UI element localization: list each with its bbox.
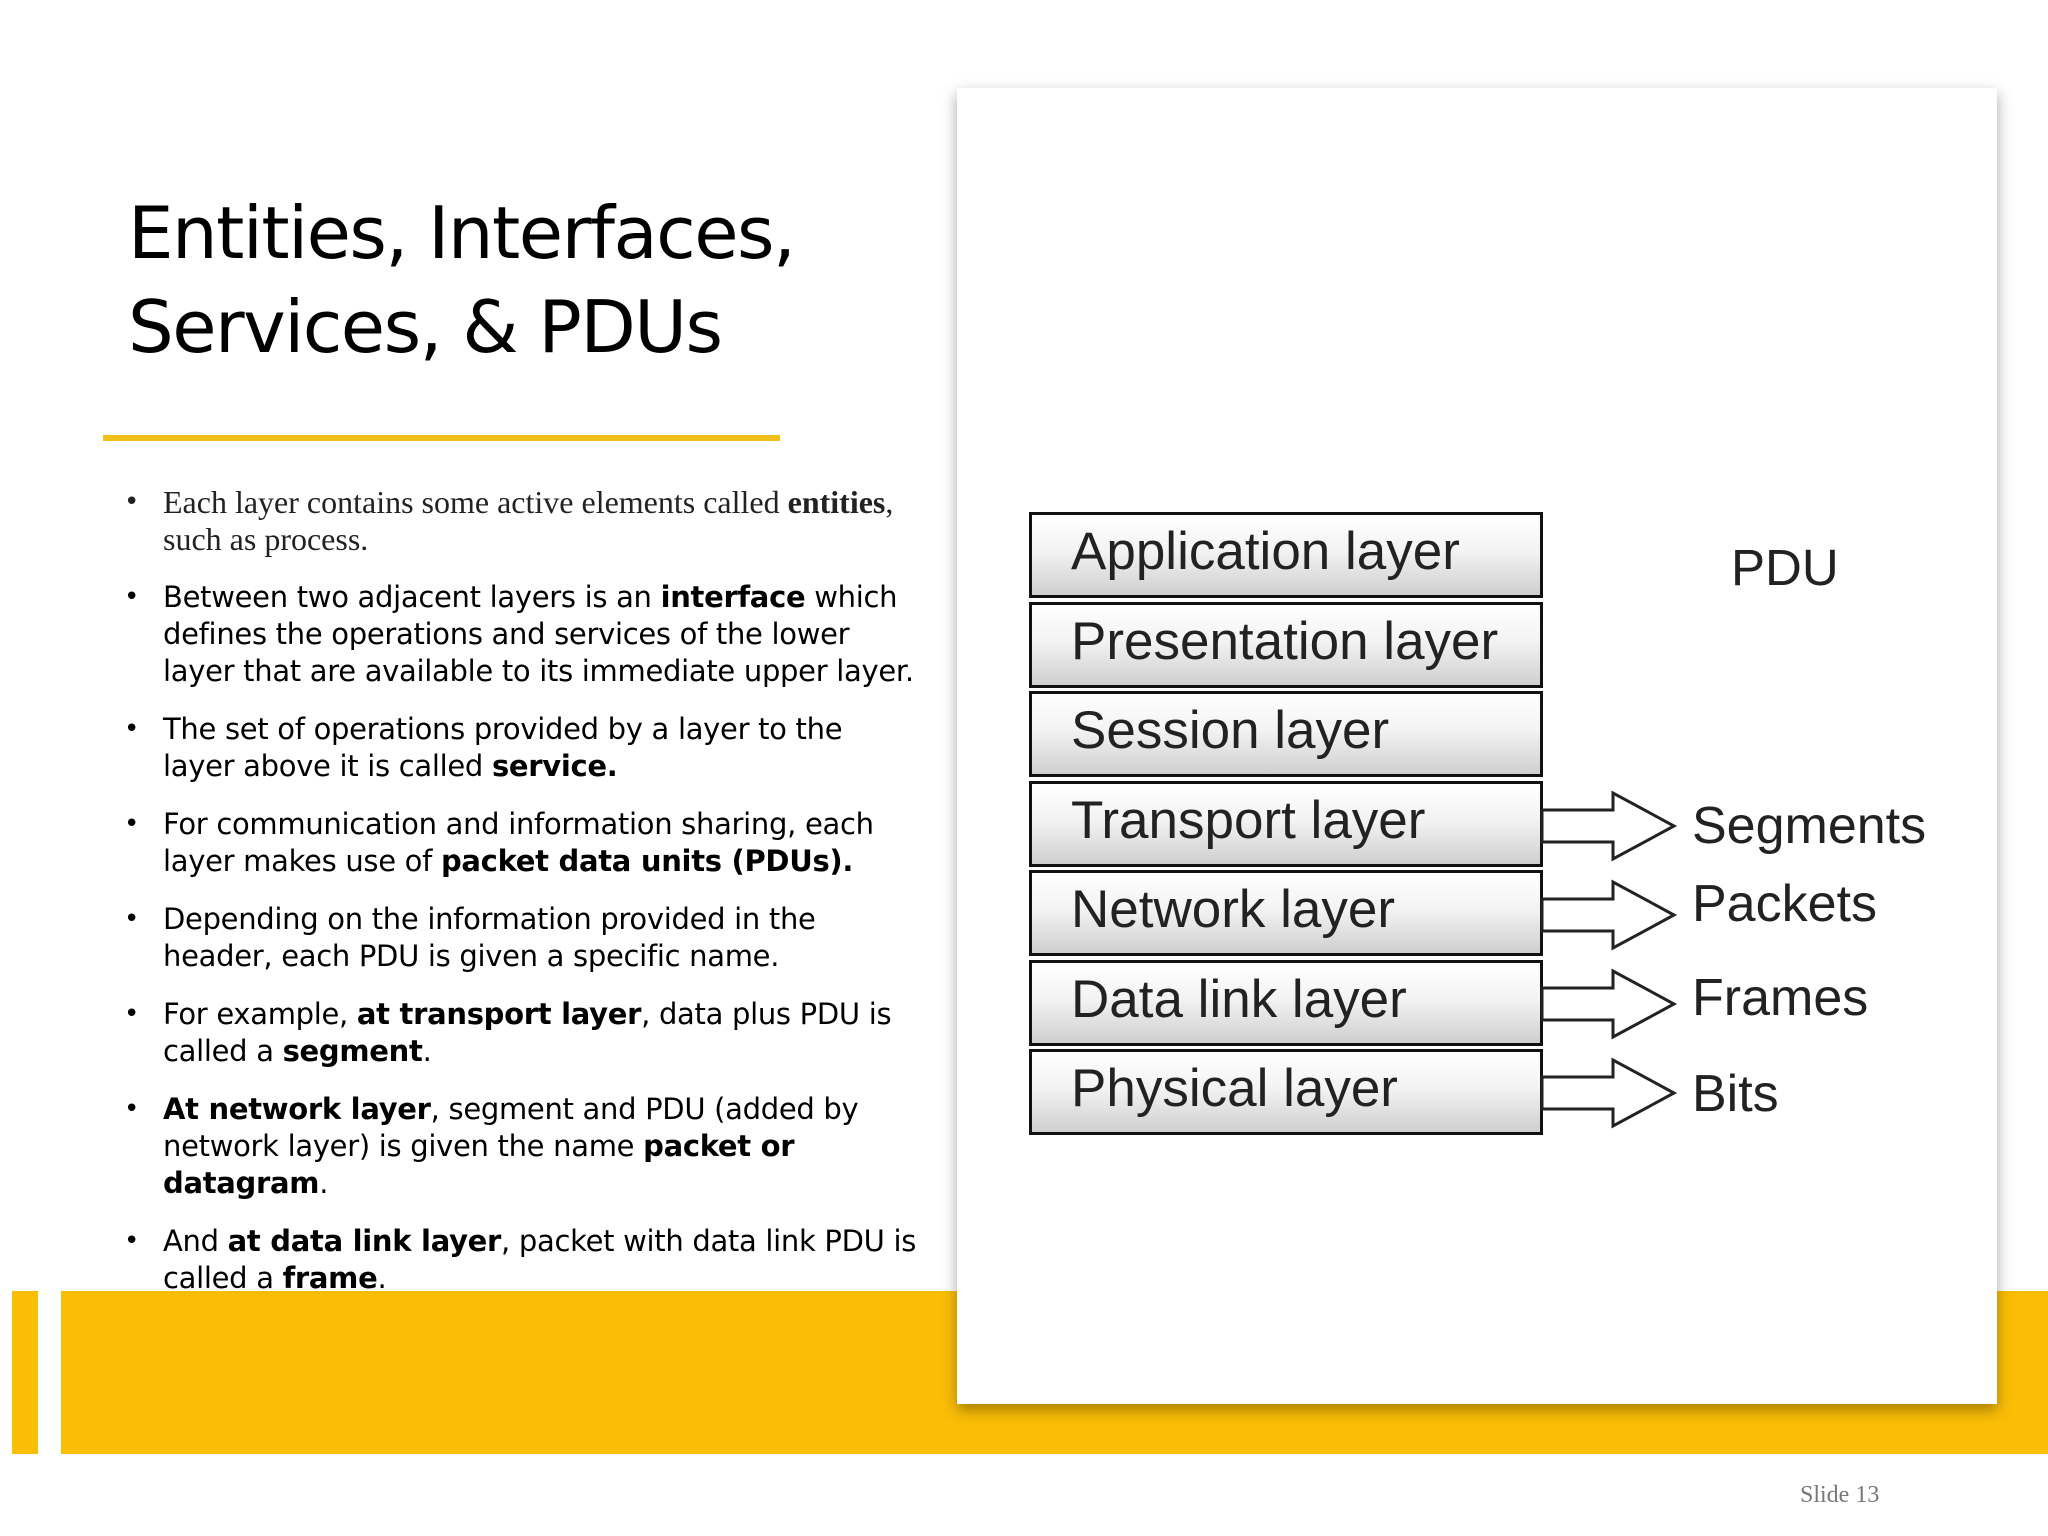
slide-number: Slide 13 xyxy=(1800,1482,1880,1508)
bullet-item: • The set of operations provided by a lay… xyxy=(122,711,922,785)
bullet-dot: • xyxy=(124,809,140,839)
bullet-text: , such as process. xyxy=(163,484,894,557)
bullet-text: Depending on the information provided in… xyxy=(163,902,816,973)
bullet-dot: • xyxy=(124,1094,140,1124)
layer-label: Network layer xyxy=(1071,880,1395,939)
bullet-text: And xyxy=(163,1224,228,1258)
layer-box-presentation-layer: Presentation layer xyxy=(1029,601,1543,688)
bullet-bold-text: interface xyxy=(660,580,806,614)
bullet-bold-text: frame xyxy=(282,1261,378,1295)
bullet-item: • At network layer, segment and PDU (adde… xyxy=(122,1091,922,1202)
bullet-item: • For communication and information shari… xyxy=(122,806,922,880)
bullet-item: • Each layer contains some active element… xyxy=(122,484,922,558)
bullet-item: • For example, at transport layer, data p… xyxy=(122,996,922,1070)
layer-box-transport-layer: Transport layer xyxy=(1029,780,1543,867)
bullet-dot: • xyxy=(124,487,140,517)
bullet-text: . xyxy=(422,1034,432,1068)
bullet-dot: • xyxy=(124,999,140,1029)
bullet-list: • Each layer contains some active element… xyxy=(122,484,922,1318)
bullet-text: Each layer contains some active elements… xyxy=(163,484,788,520)
bullet-text: . xyxy=(377,1261,387,1295)
bullet-bold-text: entities xyxy=(787,484,886,520)
right-arrow-icon xyxy=(1540,968,1678,1040)
bullet-bold-text: packet data units (PDUs). xyxy=(440,844,854,878)
bullet-bold-text: segment xyxy=(282,1034,423,1068)
pdu-label-packets: Packets xyxy=(1692,875,1877,933)
bullet-bold-text: service. xyxy=(491,749,618,783)
pdu-header: PDU xyxy=(1731,539,1839,596)
layer-label: Physical layer xyxy=(1071,1059,1398,1118)
bullet-text: For communication and information sharin… xyxy=(163,807,874,878)
bullet-dot: • xyxy=(124,714,140,744)
bullet-bold-text: packet or datagram xyxy=(163,1129,795,1200)
bullet-dot: • xyxy=(124,904,140,934)
bullet-item: • Depending on the information provided i… xyxy=(122,901,922,975)
bullet-item: • Between two adjacent layers is an inter… xyxy=(122,579,922,690)
pdu-label-bits: Bits xyxy=(1692,1065,1779,1123)
slide-title-line-1: Entities, Interfaces, xyxy=(128,191,796,275)
bullet-text: , data plus PDU is called a xyxy=(163,997,892,1068)
right-arrow-icon xyxy=(1540,1057,1678,1129)
title-underline xyxy=(103,435,780,441)
layer-label: Transport layer xyxy=(1071,790,1426,850)
layer-label: Session layer xyxy=(1071,701,1390,760)
layer-label: Data link layer xyxy=(1071,969,1407,1029)
footer-accent-bar xyxy=(12,1291,38,1454)
bullet-dot: • xyxy=(124,1226,140,1256)
slide-title-line-2: Services, & PDUs xyxy=(128,285,723,369)
layer-box-physical-layer: Physical layer xyxy=(1029,1049,1543,1135)
layer-label: Presentation layer xyxy=(1071,611,1499,671)
bullet-text: . xyxy=(319,1166,329,1200)
bullet-bold-text: at data link layer xyxy=(227,1224,502,1258)
layer-box-session-layer: Session layer xyxy=(1029,691,1543,777)
bullet-bold-text: at transport layer xyxy=(356,997,642,1031)
right-arrow-icon xyxy=(1540,790,1678,862)
bullet-text: which defines the operations and service… xyxy=(163,580,914,688)
layer-box-network-layer: Network layer xyxy=(1029,870,1543,956)
pdu-label-frames: Frames xyxy=(1692,969,1869,1027)
layer-label: Application layer xyxy=(1071,522,1460,581)
layer-box-data-link-layer: Data link layer xyxy=(1029,959,1543,1046)
bullet-bold-text: At network layer xyxy=(163,1092,431,1126)
bullet-item: • And at data link layer, packet with dat… xyxy=(122,1223,922,1297)
pdu-label-segments: Segments xyxy=(1692,797,1927,855)
bullet-text: The set of operations provided by a laye… xyxy=(163,712,843,783)
bullet-text: , segment and PDU (added by network laye… xyxy=(163,1092,859,1163)
right-arrow-icon xyxy=(1540,879,1678,951)
bullet-dot: • xyxy=(124,582,140,612)
slide-title: Entities, Interfaces, Services, & PDUs xyxy=(128,186,888,374)
bullet-text: Between two adjacent layers is an xyxy=(163,580,661,614)
bullet-text: , packet with data link PDU is called a xyxy=(163,1224,917,1295)
layer-box-application-layer: Application layer xyxy=(1029,512,1543,598)
bullet-text: For example, xyxy=(163,997,357,1031)
